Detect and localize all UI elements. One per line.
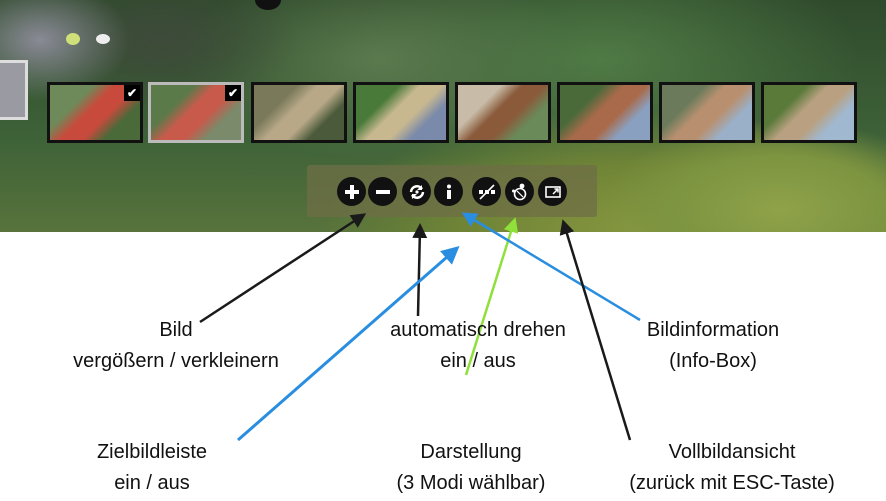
label-line: vergößern / verkleinern [73,350,279,372]
thumbnail-item[interactable] [761,82,857,143]
label-line: Bildinformation [646,319,780,341]
label-fullscreen: Vollbildansicht (zurück mit ESC-Taste) [629,437,835,499]
label-line: Bild [159,319,193,341]
arrow-thumbbar [237,246,460,442]
label-line: Darstellung [420,441,522,463]
roof [0,60,28,120]
label-line: (3 Modi wählbar) [396,472,546,494]
label-line: (Info-Box) [669,350,757,372]
label-info: Bildinformation (Info-Box) [647,315,779,377]
arrow-rotate [412,223,428,317]
thumbnail-item[interactable] [251,82,347,143]
label-line: ein / aus [114,472,190,494]
arrow-info [461,212,641,322]
label-line: (zurück mit ESC-Taste) [629,472,835,494]
zoom-out-button[interactable] [368,177,397,206]
object [96,34,110,44]
thumbnail-item[interactable]: ✔ [47,82,143,143]
label-line: Vollbildansicht [668,441,796,463]
info-icon [446,184,451,199]
zoom-in-button[interactable] [337,177,366,206]
arrow-zoom [199,213,367,324]
label-rotate: automatisch drehen ein / aus [390,315,566,377]
rotate-icon [409,184,424,199]
fullscreen-icon [544,185,561,198]
arrow-fullscreen [559,219,632,441]
thumbnail-item[interactable] [659,82,755,143]
tree [66,33,80,45]
thumbnail-item[interactable] [455,82,551,143]
fullscreen-button[interactable] [538,177,567,206]
checkmark-icon: ✔ [124,85,140,101]
view-mode-icon [511,183,526,200]
info-button[interactable] [434,177,463,206]
minus-icon [375,189,390,194]
label-line: Zielbildleiste [96,441,208,463]
thumbnail-item[interactable] [353,82,449,143]
label-thumbbar: Zielbildleiste ein / aus [97,437,207,499]
label-mode: Darstellung (3 Modi wählbar) [397,437,546,499]
auto-rotate-button[interactable] [402,177,431,206]
label-line: ein / aus [440,350,516,372]
thumbnails-off-icon [478,183,495,200]
thumbnail-bar-toggle-button[interactable] [472,177,501,206]
view-mode-button[interactable] [505,177,534,206]
checkmark-icon: ✔ [225,85,241,101]
arrow-mode [464,217,519,376]
plus-icon [344,184,359,199]
hotspot-icon[interactable] [255,0,281,10]
viewer-toolbar [307,165,597,217]
label-zoom: Bild vergößern / verkleinern [73,315,279,377]
thumbnail-item[interactable]: ✔ [148,82,244,143]
label-line: automatisch drehen [390,319,566,341]
panorama-view[interactable]: ✔✔ [0,0,886,232]
thumbnail-item[interactable] [557,82,653,143]
